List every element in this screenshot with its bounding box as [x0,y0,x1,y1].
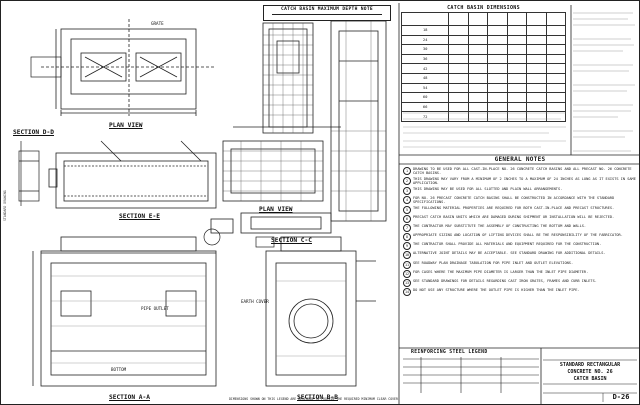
plan-view-title: PLAN VIEW [109,122,143,129]
dimension-row: 60 [400,92,567,103]
title-line-1: STANDARD RECTANGULAR [559,362,621,368]
bottom-label: BOTTOM [111,367,127,372]
general-note-text: THE CONTRACTOR MAY SUBSTITUTE THE ASSEMB… [413,223,587,228]
general-note-text: THIS DRAWING MAY BE USED FOR ALL SLOTTED… [413,186,563,191]
general-note-text: APPROPRIATE SIZING AND LOCATION OF LIFTI… [413,233,623,238]
general-note-text: FOR NO. 26 PRECAST CONCRETE CATCH BASINS… [413,195,615,205]
general-note-number: 7 [403,223,411,232]
general-note-text: THIS DRAWING MAY VARY FROM A MINIMUM OF … [413,176,636,186]
section-ee-title: SECTION E-E [119,213,160,220]
section-dd-title: SECTION D-D [13,129,54,136]
general-note-text: ALTERNATIVE JOINT DETAILS MAY BE ACCEPTA… [413,251,606,256]
general-note-number: 5 [403,205,411,214]
general-note-number: 3 [403,186,411,195]
depth-note-box: CATCH BASIN MAXIMUM DEPTH NOTE [263,5,391,21]
general-note-text: THE FOLLOWING MATERIAL PROPERTIES ARE RE… [413,205,615,210]
general-notes-title: GENERAL NOTES [494,156,546,163]
dimension-row: 42 [400,63,567,74]
general-note-text: SEE STANDARD DRAWINGS FOR DETAILS REGARD… [413,279,597,284]
pipe-outlet-label: PIPE OUTLET [141,306,169,311]
dimension-row: 48 [400,72,567,84]
general-note-text: FOR CASES WHERE THE MAXIMUM PIPE DIAMETE… [413,269,589,274]
general-note-text: DRAWING TO BE USED FOR ALL CAST-IN-PLACE… [413,167,632,176]
dimension-row: 66 [400,101,567,113]
title-line-3: CATCH BASIN [573,376,607,382]
general-note-number: 1 [403,167,411,175]
general-note-number: 13 [403,279,411,288]
dimension-row: 72 [400,111,567,122]
general-note-text: THE CONTRACTOR SHALL PROVIDE ALL MATERIA… [413,242,602,247]
footer-note: DIMENSIONS SHOWN ON THIS LEGEND ARE DESI… [229,397,399,401]
title-block: STANDARD RECTANGULAR CONCRETE NO. 26 CAT… [543,350,637,402]
general-note-number: 14 [403,288,411,297]
general-note-number: 6 [403,214,411,223]
title-line-2: CONCRETE NO. 26 [567,369,613,375]
general-note-number: 8 [403,233,411,242]
general-note-number: 10 [403,251,411,260]
general-note-number: 4 [403,195,411,204]
general-note-text: PRECAST CATCH BASIN UNITS WHICH ARE DAMA… [413,214,615,219]
earth-cover-label: EARTH COVER [241,299,269,304]
general-note-number: 12 [403,269,411,278]
section-aa-title: SECTION A-A [109,394,150,401]
right-notes-column [573,5,637,155]
plan-view-2-title: PLAN VIEW [259,206,293,213]
dimension-row: 36 [400,53,567,65]
general-note-number: 9 [403,242,411,251]
section-cc-title: SECTION C-C [271,237,312,244]
sheet-number: D-26 [612,393,630,401]
grate-label: GRATE [151,21,164,26]
dimensions-title: CATCH BASIN DIMENSIONS [447,5,520,11]
general-note-number: 11 [403,260,411,269]
general-note-text: DO NOT USE ANY STRUCTURE WHERE THE OUTLE… [413,288,580,293]
section-bb-title: SECTION B-B [297,394,338,401]
depth-note-title: CATCH BASIN MAXIMUM DEPTH NOTE [281,7,373,12]
reinforcing-legend-title: REINFORCING STEEL LEGEND [411,350,488,355]
general-note-text: SEE ROADWAY PLAN DRAINAGE TABULATION FOR… [413,260,574,265]
general-note-number: 2 [403,176,411,185]
dimension-cell [545,111,567,122]
